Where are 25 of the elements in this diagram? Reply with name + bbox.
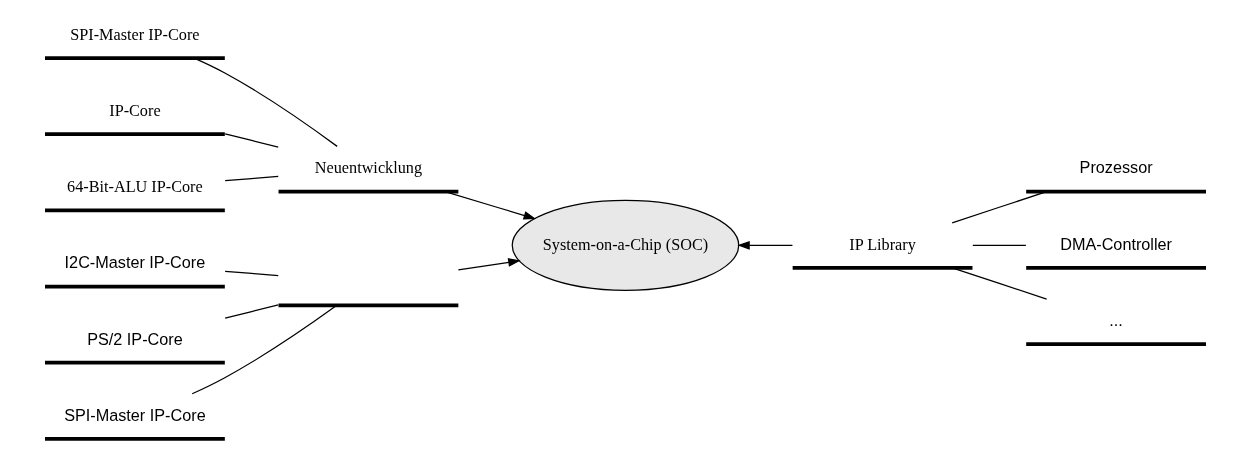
connector xyxy=(224,175,279,182)
connector xyxy=(224,133,279,148)
node-text: PS/2 IP-Core xyxy=(86,329,183,348)
node-text: Prozessor xyxy=(1079,158,1153,177)
connector xyxy=(193,57,338,147)
connector xyxy=(224,304,279,319)
node-text: I2C-Master IP-Core xyxy=(64,253,205,272)
node-ellipse: System-on-a-Chip (SOC) xyxy=(511,199,739,291)
node-text: IP Library xyxy=(848,235,916,254)
connector xyxy=(951,191,1047,224)
connector xyxy=(191,304,337,395)
node-text: Neuentwicklung xyxy=(314,159,422,178)
arrow xyxy=(736,240,793,250)
node-text: 64-Bit-ALU IP-Core xyxy=(66,178,203,197)
node-text: IP-Core xyxy=(108,101,161,120)
connector xyxy=(951,267,1047,300)
node-text: DMA-Controller xyxy=(1059,234,1172,253)
node-text: ... xyxy=(1108,310,1123,329)
connector xyxy=(224,270,279,277)
arrow xyxy=(457,258,521,271)
connector xyxy=(971,244,1026,246)
arrow xyxy=(443,191,536,220)
node-text: SPI-Master IP-Core xyxy=(63,405,206,424)
node-bar xyxy=(278,303,458,308)
node-text: SPI-Master IP-Core xyxy=(69,25,200,44)
